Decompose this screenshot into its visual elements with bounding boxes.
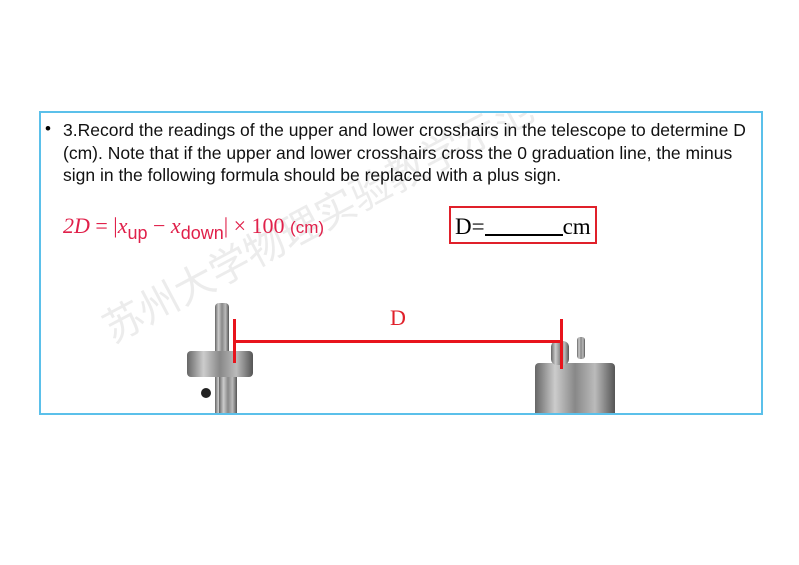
formula-minus: − bbox=[147, 213, 171, 238]
scale-pin bbox=[577, 337, 585, 359]
answer-box: D= cm bbox=[449, 206, 597, 244]
answer-blank[interactable] bbox=[484, 214, 563, 236]
formula-eq: = | bbox=[89, 213, 118, 238]
scale-base bbox=[535, 363, 615, 413]
answer-prefix: D= bbox=[455, 214, 485, 239]
formula-unit: (cm) bbox=[290, 218, 325, 237]
formula-sub-up: up bbox=[127, 223, 148, 243]
content-frame: 苏州大学物理实验教学示范中心 • 3.Record the readings o… bbox=[39, 111, 763, 415]
right-marker-line bbox=[560, 319, 563, 369]
bullet: • bbox=[45, 119, 51, 138]
distance-arrow-line bbox=[235, 340, 561, 343]
telescope-knob bbox=[201, 388, 211, 398]
formula-lhs: 2D bbox=[63, 213, 90, 238]
answer-unit: cm bbox=[562, 214, 591, 239]
formula-x1: x bbox=[117, 213, 128, 238]
telescope-body bbox=[187, 351, 253, 377]
formula: 2D = |xup − xdown| × 100 (cm) bbox=[63, 213, 324, 244]
distance-label: D bbox=[390, 305, 406, 330]
instruction-text: 3.Record the readings of the upper and l… bbox=[63, 120, 746, 186]
formula-sub-down: down bbox=[180, 223, 224, 243]
formula-x2: x bbox=[170, 213, 181, 238]
telescope-stem bbox=[219, 377, 237, 413]
formula-rest: | × 100 bbox=[223, 213, 291, 238]
left-marker-line bbox=[233, 319, 236, 363]
